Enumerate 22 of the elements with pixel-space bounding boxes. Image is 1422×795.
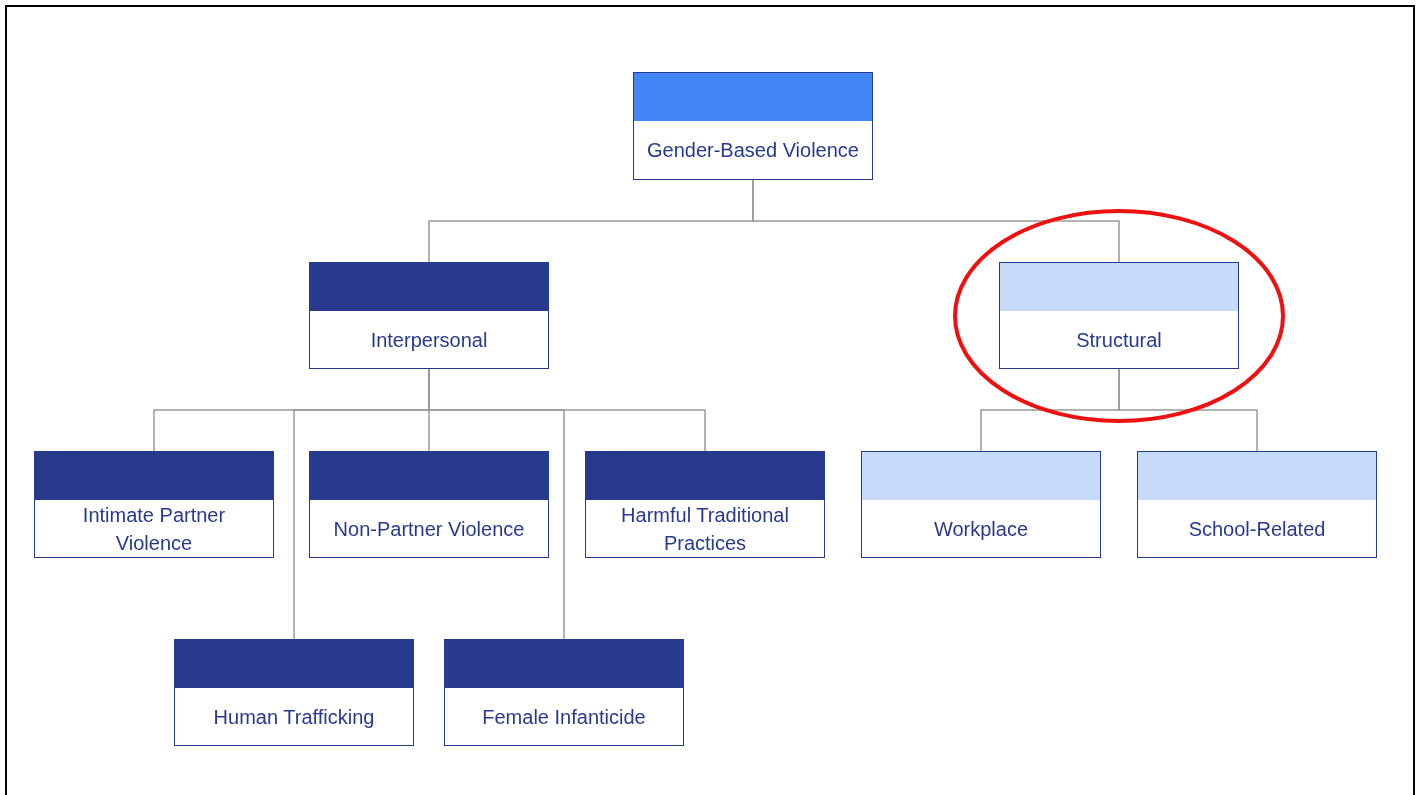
- category-label: Female Infanticide: [482, 704, 646, 730]
- category-label: Intimate Partner Violence: [81, 502, 227, 556]
- category-label: Structural: [1076, 327, 1162, 353]
- category-box: [444, 639, 684, 746]
- category-label: Harmful Traditional Practices: [620, 502, 790, 556]
- category-label: Gender-Based Violence: [647, 138, 859, 163]
- category-label: School-Related: [1188, 516, 1326, 542]
- category-label: Interpersonal: [370, 327, 488, 353]
- category-label: Non-Partner Violence: [333, 516, 525, 542]
- category-box: [309, 451, 549, 558]
- category-box: [585, 451, 825, 558]
- category-label: Human Trafficking: [213, 704, 375, 730]
- category-box: [174, 639, 414, 746]
- connector-line: [1118, 368, 1258, 452]
- connector-line: [752, 179, 1120, 263]
- category-box: [633, 72, 873, 180]
- category-box: [309, 262, 549, 369]
- category-box: [34, 451, 274, 558]
- category-box: [999, 262, 1239, 369]
- category-box: [1137, 451, 1377, 558]
- category-box: [861, 451, 1101, 558]
- category-label: Workplace: [933, 516, 1029, 542]
